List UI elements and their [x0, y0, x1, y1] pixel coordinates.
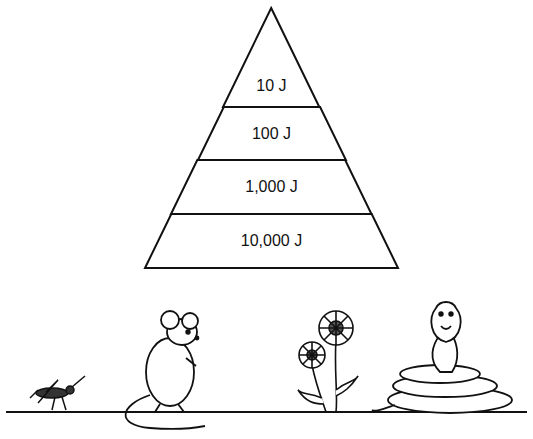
energy-level-band: 100 J [198, 107, 346, 160]
energy-value: 10 J [256, 77, 286, 95]
energy-level-band: 1,000 J [171, 160, 371, 214]
energy-level-band: 10,000 J [145, 214, 398, 268]
energy-value: 100 J [252, 125, 291, 143]
flowers [298, 311, 358, 412]
energy-value: 10,000 J [241, 232, 302, 250]
band-shape [198, 107, 346, 160]
grasshopper [30, 376, 85, 410]
band-shape [223, 8, 319, 107]
energy-level-band: 10 J [223, 8, 319, 107]
snake [372, 302, 512, 413]
band-shape [171, 160, 371, 214]
band-shape [145, 214, 398, 268]
energy-value: 1,000 J [245, 178, 297, 196]
mouse [126, 311, 205, 429]
